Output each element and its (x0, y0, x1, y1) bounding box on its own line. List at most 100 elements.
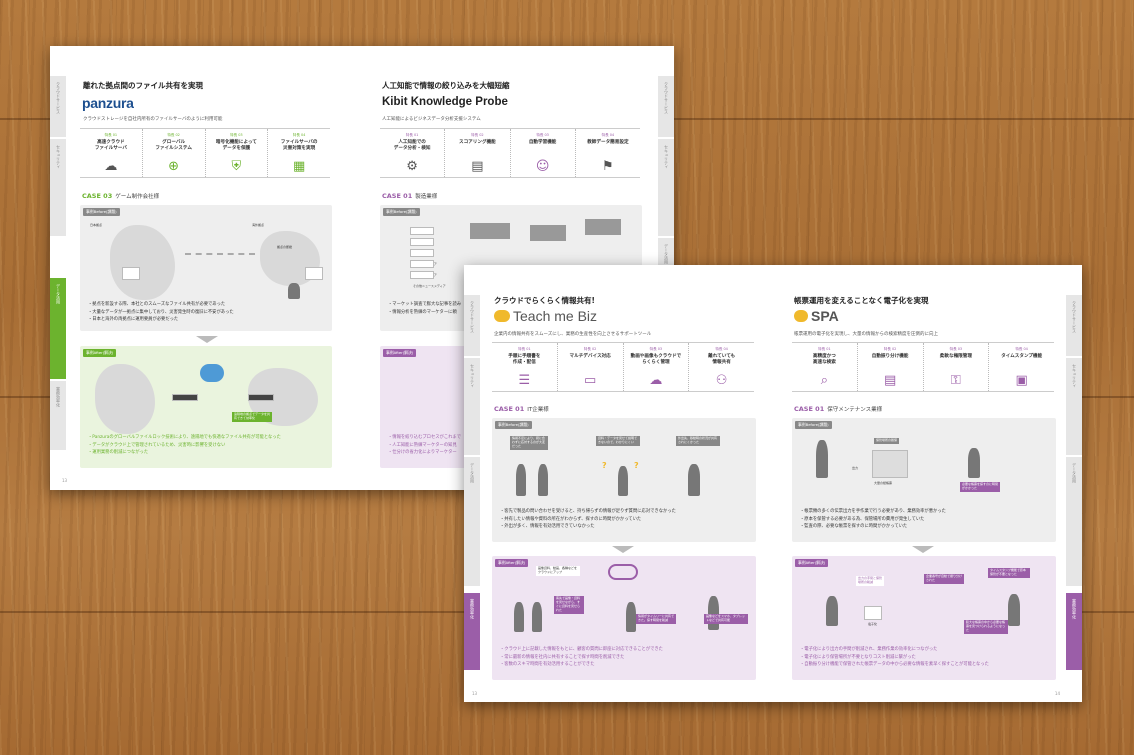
after-tag: 事例After(解決) (83, 349, 117, 357)
after-panel: 事例After(解決) 出力の手間と保管場所の削減 電子化 企業番号が自動で振り… (792, 556, 1056, 680)
after-tag: 事例After(解決) (383, 349, 417, 357)
page-number: 13 (62, 478, 68, 483)
score-icon: ▤ (471, 159, 484, 174)
after-note: 画像などをスマホ、タブレットなどで共有可能 (704, 614, 748, 624)
stamp-icon: ▣ (1015, 373, 1028, 388)
side-tab[interactable]: クラウドサービス (1066, 295, 1082, 357)
before-panel: 事例Before(課題) 情報不足により、間に合わずに応対するのが大変だった 資… (492, 418, 756, 542)
side-tab-active[interactable]: 業務効率化 (464, 593, 480, 671)
pc-icon (864, 606, 882, 620)
page-headline: 離れた拠点間のファイル共有を実現 (83, 81, 203, 90)
before-note: 情報不足により、間に合わずに応対するのが大変だった (510, 436, 548, 450)
down-arrow (196, 336, 218, 343)
side-tab[interactable]: データ活用 (464, 457, 480, 587)
after-note: 出力の手間と保管場所の削減 (856, 576, 884, 586)
globe-icon: ⊕ (168, 159, 180, 174)
side-tab-active[interactable]: データ活用 (50, 278, 66, 380)
before-bullets: ・客先で製品の問い合わせを受けると、持ち帰らずの情報が足りず質問に応対できなかっ… (500, 509, 676, 530)
person-icon (968, 448, 980, 478)
page-headline: クラウドでらくらく情報共有! (494, 296, 595, 305)
person-icon (288, 283, 300, 299)
side-tab[interactable]: 業務効率化 (50, 381, 66, 451)
right-page-side-tabs: クラウドサービス セキュリティ データ活用 業務効率化 (1066, 265, 1082, 702)
side-tab[interactable]: セキュリティ (464, 358, 480, 456)
product-description: 企業内の情報共有をスムーズにし、業務の生産性を向上させるサポートツール (494, 332, 652, 337)
after-panel: 事例After(解決) 画像資料、動画、各種などをクラウドにアップ 客先で画像・… (492, 556, 756, 680)
after-bullets: ・クラウド上に記載した情報をもとに、顧客の質問に即座に対応できることができた ・… (500, 647, 663, 668)
product-logo: panzura (82, 95, 134, 111)
person-icon (626, 602, 636, 632)
source-box: その他ニュースメディア (410, 271, 446, 288)
side-tab-active[interactable]: 業務効率化 (1066, 593, 1082, 671)
side-tab[interactable]: データ活用 (1066, 457, 1082, 587)
before-note: 外出先、移動時の状況が共有されにくかった (676, 436, 720, 446)
panzura-device (248, 394, 274, 401)
before-note: 出力 (852, 466, 859, 470)
product-description: クラウドストレージを自社内所有のファイルサーバのように利用可能 (83, 117, 223, 122)
person-icon (816, 440, 828, 478)
page-headline: 帳票運用を変えることなく電子化を実現 (794, 296, 929, 305)
side-tab[interactable]: クラウドサービス (464, 295, 480, 357)
before-bullets: ・帳票類の多くの伝票出力を手作業で行う必要があり、業務効率が悪かった ・原本を保… (800, 509, 946, 530)
list-icon: ☰ (518, 373, 531, 388)
document-stack-icon (872, 450, 908, 478)
after-bullets: ・情報を絞り込むプロセスがこれまで ・人工知能に熟練マーケターの知見 ・仕分けの… (388, 435, 462, 456)
person-icon (708, 596, 719, 630)
down-arrow (612, 546, 634, 553)
after-bullets: ・Panzuraのグローバルファイルロック技術により、遠隔地でも快適なファイル共… (88, 435, 281, 456)
after-note: 画像資料、動画、各種などをクラウドにアップ (536, 566, 580, 576)
product-description: 人工知能によるビジネスデータ分析支援システム (382, 117, 481, 122)
lock-icon: ⚿ (950, 373, 961, 388)
product-logo: Teach me Biz (513, 308, 598, 324)
before-note: 日本拠点 (90, 223, 103, 227)
side-tab[interactable]: クラウドサービス (658, 76, 674, 138)
after-tag: 事例After(解決) (795, 559, 829, 567)
side-tab[interactable]: セキュリティ (658, 139, 674, 237)
person-icon (516, 464, 526, 496)
after-note: 電子化 (868, 622, 878, 626)
japan-map (95, 364, 155, 434)
before-tag: 事例Before(課題) (495, 421, 532, 429)
pc-icon (122, 267, 140, 280)
person-icon (688, 464, 700, 496)
before-note: 海外拠点 (252, 223, 265, 227)
before-bullets: ・マーケット調査で膨大な記事を読み ・情報分析を熟練のマーケターに頼 (388, 302, 462, 315)
side-tab[interactable]: クラウドサービス (50, 76, 66, 138)
spa-logo-mark (794, 310, 808, 322)
side-tab[interactable]: セキュリティ (50, 139, 66, 237)
person-icon (538, 464, 548, 496)
after-note: タイムスタンプ機能で原本保管が不要となった (988, 568, 1030, 578)
right-brochure-spread: クラウドサービス セキュリティ データ活用 業務効率化 クラウドでらくらく情報共… (464, 265, 1082, 702)
before-tag: 事例Before(課題) (795, 421, 832, 429)
side-tab[interactable]: セキュリティ (1066, 358, 1082, 456)
page-headline: 人工知能で情報の絞り込みを大幅短縮 (382, 81, 510, 90)
cloud-database-icon (200, 364, 224, 382)
question-mark: ? (602, 461, 607, 470)
network-icon: ⚇ (715, 373, 728, 388)
before-bullets: ・拠点を新設する際、本社とのスムーズなファイル共有が必要であった ・大量なデータ… (88, 302, 234, 323)
after-note: 客先で画像・資料を見せながら、すぐに資料を見せられた (554, 596, 584, 614)
person-icon (618, 466, 628, 496)
right-page-side-tabs: クラウドサービス セキュリティ データ活用 (658, 46, 674, 490)
shield-icon: ⛨ (231, 159, 242, 174)
person-icon (826, 596, 838, 626)
